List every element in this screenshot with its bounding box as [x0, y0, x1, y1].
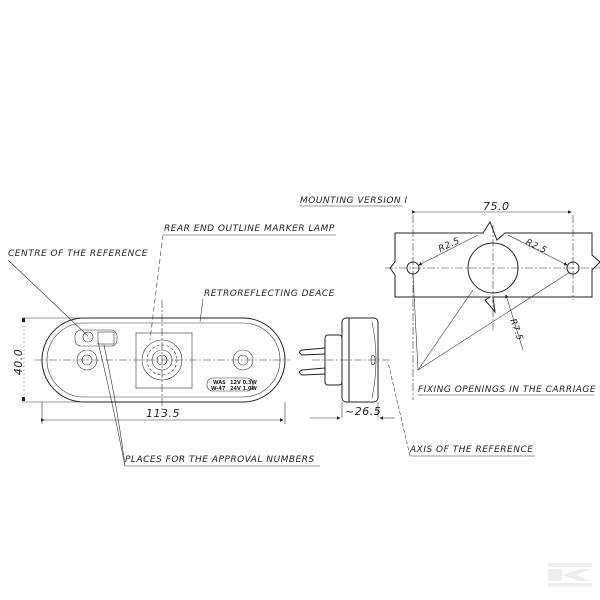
radius-center-value: R7.5 — [507, 318, 524, 343]
fixing-hole-left — [406, 261, 420, 275]
lamp-lens-square — [135, 332, 193, 389]
radius-right-value: R2.5 — [524, 238, 549, 257]
centre-reference-label: CENTRE OF THE REFERENCE — [8, 249, 148, 259]
approval-number-area — [74, 329, 118, 347]
brand-logo — [548, 563, 592, 587]
lamp-rating-label — [206, 377, 254, 392]
lamp-side-view: ~26.5 — [299, 317, 395, 420]
width-value: 113.5 — [146, 407, 180, 420]
fixing-openings-label: FIXING OPENINGS IN THE CARRIAGE — [418, 385, 596, 395]
rating-text: W-47 — [211, 386, 226, 392]
mounting-diagram: MOUNTING VERSION I 75.0 R2.5 R2.5 R7.5 F… — [300, 196, 600, 400]
radius-left-value: R2.5 — [437, 236, 462, 255]
callouts: CENTRE OF THE REFERENCE REAR END OUTLINE… — [7, 224, 535, 467]
lamp-front-view: WAS 12V 0.3W W-47 24V 1.0W — [35, 300, 290, 410]
fixing-hole-right — [566, 261, 580, 275]
approval-numbers-label: PLACES FOR THE APPROVAL NUMBERS — [125, 455, 315, 465]
rating-text: 24V 1.0W — [230, 386, 257, 392]
rating-text: WAS — [213, 380, 226, 386]
retroreflecting-label: RETROREFLECTING DEACE — [204, 289, 335, 299]
axis-reference-label: AXIS OF THE REFERENCE — [409, 445, 533, 455]
mounting-version-title: MOUNTING VERSION I — [300, 196, 408, 206]
dimension-height: 40.0 — [12, 317, 95, 403]
fixing-hole-center — [467, 242, 519, 294]
dimension-width: 113.5 — [41, 402, 286, 424]
depth-value: ~26.5 — [345, 405, 381, 418]
hole-spacing-value: 75.0 — [483, 200, 510, 213]
rating-text: 12V 0.3W — [230, 380, 257, 386]
height-value: 40.0 — [12, 349, 25, 376]
rear-end-lamp-label: REAR END OUTLINE MARKER LAMP — [164, 224, 335, 234]
